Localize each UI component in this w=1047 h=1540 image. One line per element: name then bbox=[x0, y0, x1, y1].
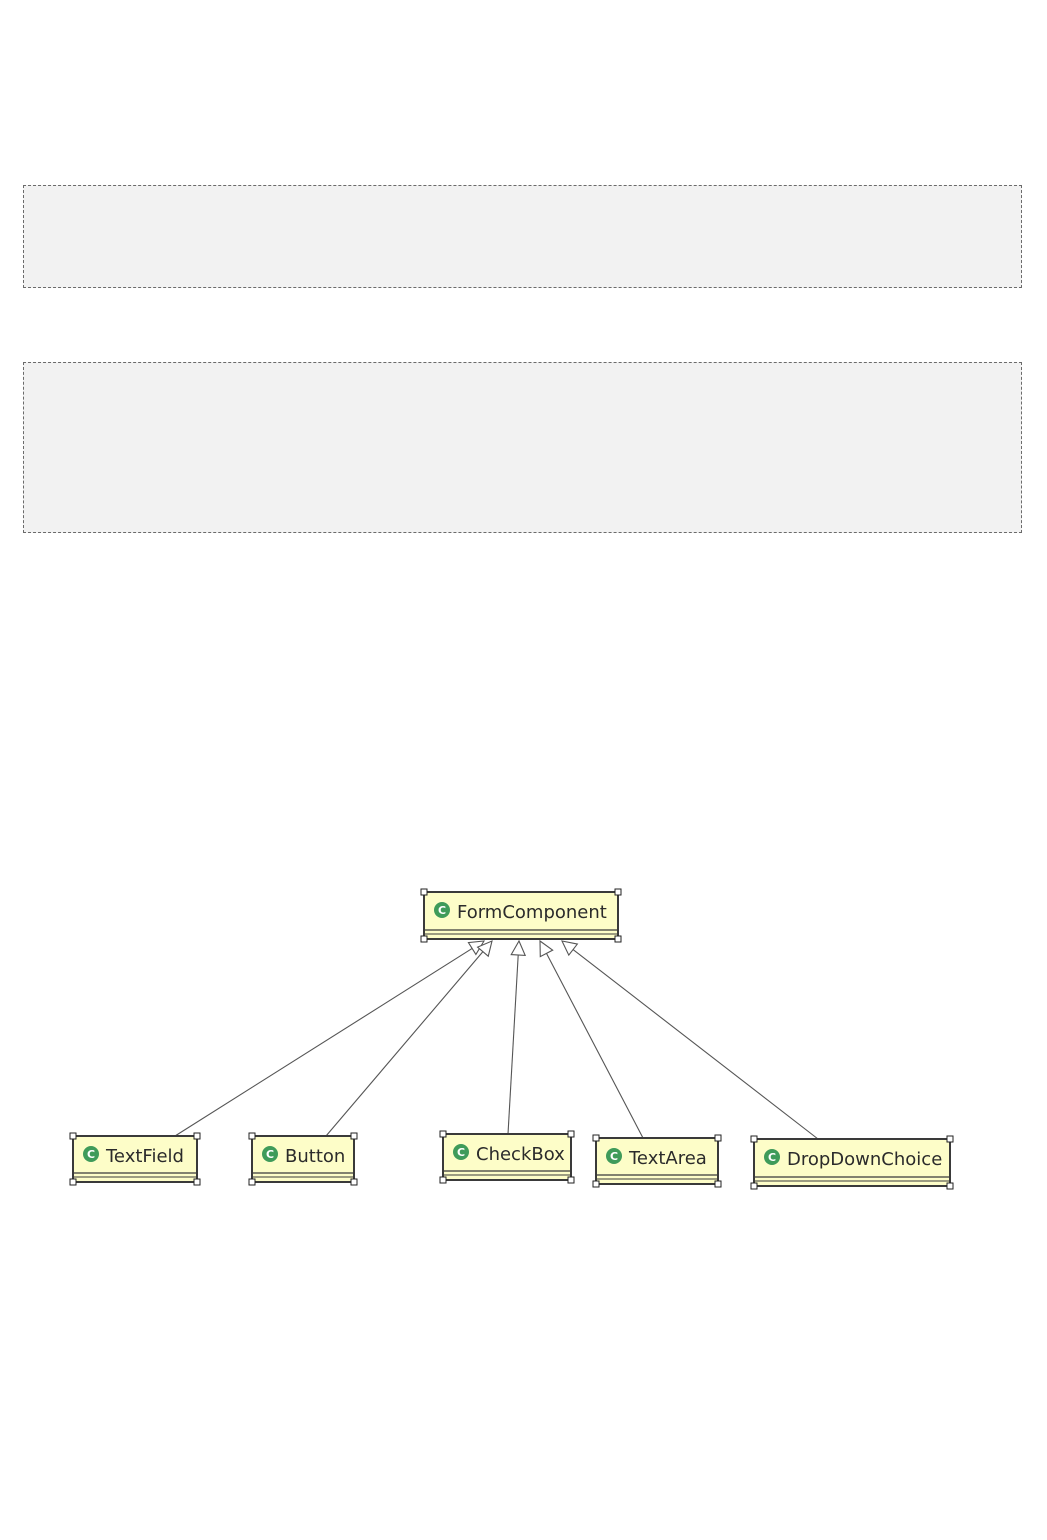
resize-handle[interactable] bbox=[193, 1132, 201, 1140]
generalization-arrowhead bbox=[476, 940, 493, 958]
generalization-edge-checkbox[interactable] bbox=[507, 954, 519, 1135]
resize-handle[interactable] bbox=[350, 1132, 358, 1140]
resize-handle[interactable] bbox=[193, 1178, 201, 1186]
resize-handle[interactable] bbox=[248, 1178, 256, 1186]
resize-handle[interactable] bbox=[592, 1134, 600, 1142]
class-box bbox=[423, 891, 619, 940]
resize-handle[interactable] bbox=[69, 1132, 77, 1140]
resize-handle[interactable] bbox=[248, 1132, 256, 1140]
class-node-textarea[interactable]: C TextArea bbox=[592, 1134, 722, 1188]
resize-handle[interactable] bbox=[946, 1135, 954, 1143]
class-name: TextArea bbox=[628, 1148, 707, 1169]
class-name: Button bbox=[285, 1146, 345, 1167]
svg-text:C: C bbox=[610, 1150, 618, 1163]
class-box bbox=[753, 1138, 951, 1187]
svg-text:C: C bbox=[87, 1148, 95, 1161]
resize-handle[interactable] bbox=[750, 1182, 758, 1190]
svg-text:C: C bbox=[438, 904, 446, 917]
class-name: DropDownChoice bbox=[787, 1149, 942, 1170]
class-icon: C bbox=[453, 1144, 469, 1160]
resize-handle[interactable] bbox=[439, 1176, 447, 1184]
resize-handle[interactable] bbox=[750, 1135, 758, 1143]
generalization-arrowhead bbox=[539, 939, 554, 958]
generalization-edge-textarea[interactable] bbox=[545, 953, 644, 1139]
resize-handle[interactable] bbox=[567, 1130, 575, 1138]
resize-handle[interactable] bbox=[614, 888, 622, 896]
generalization-edge-button[interactable] bbox=[325, 951, 484, 1137]
generalization-arrowhead bbox=[561, 940, 579, 957]
class-icon: C bbox=[83, 1146, 99, 1162]
generalization-edge-dropdownchoice[interactable] bbox=[572, 949, 819, 1140]
resize-handle[interactable] bbox=[69, 1178, 77, 1186]
class-icon: C bbox=[262, 1146, 278, 1162]
inheritance-edges bbox=[174, 939, 819, 1140]
class-node-superclass[interactable]: C FormComponent bbox=[420, 888, 622, 943]
class-icon: C bbox=[764, 1149, 780, 1165]
class-name: CheckBox bbox=[476, 1144, 565, 1165]
code-block bbox=[23, 185, 1022, 288]
svg-text:C: C bbox=[266, 1148, 274, 1161]
generalization-arrowhead bbox=[510, 939, 527, 956]
resize-handle[interactable] bbox=[714, 1180, 722, 1188]
resize-handle[interactable] bbox=[567, 1176, 575, 1184]
resize-handle[interactable] bbox=[350, 1178, 358, 1186]
class-icon: C bbox=[434, 902, 450, 918]
resize-handle[interactable] bbox=[439, 1130, 447, 1138]
resize-handle[interactable] bbox=[420, 935, 428, 943]
resize-handle[interactable] bbox=[946, 1182, 954, 1190]
svg-text:C: C bbox=[768, 1151, 776, 1164]
class-name: TextField bbox=[105, 1146, 184, 1167]
code-block bbox=[23, 362, 1022, 533]
class-node-checkbox[interactable]: C CheckBox bbox=[439, 1130, 575, 1184]
class-name: FormComponent bbox=[457, 902, 607, 923]
class-node-dropdownchoice[interactable]: C DropDownChoice bbox=[750, 1135, 954, 1190]
class-icon: C bbox=[606, 1148, 622, 1164]
resize-handle[interactable] bbox=[592, 1180, 600, 1188]
svg-text:C: C bbox=[457, 1146, 465, 1159]
resize-handle[interactable] bbox=[714, 1134, 722, 1142]
generalization-edge-textfield[interactable] bbox=[174, 948, 473, 1137]
resize-handle[interactable] bbox=[420, 888, 428, 896]
class-node-button[interactable]: C Button bbox=[248, 1132, 358, 1186]
resize-handle[interactable] bbox=[614, 935, 622, 943]
class-node-textfield[interactable]: C TextField bbox=[69, 1132, 201, 1186]
